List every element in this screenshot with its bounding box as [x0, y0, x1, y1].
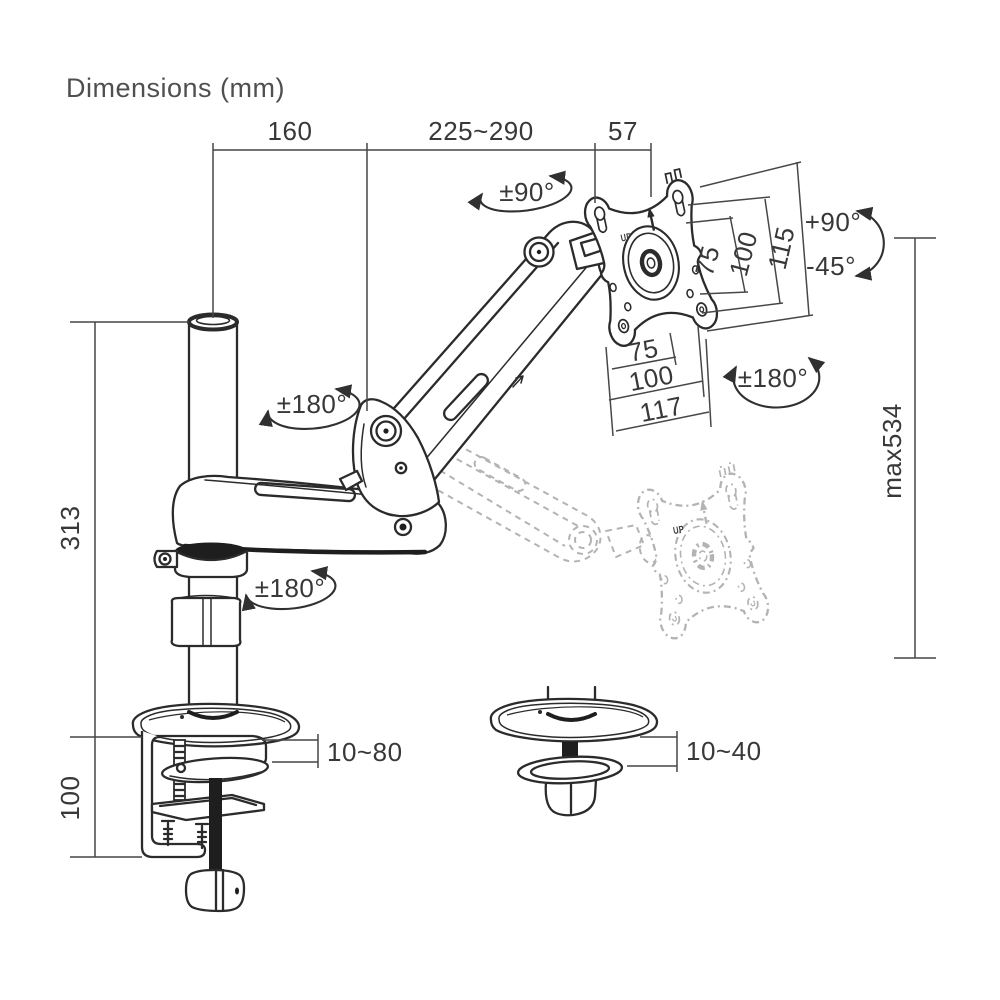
clamp-lower-jaw — [150, 793, 266, 822]
pole-collar — [153, 542, 249, 579]
vesa-rotate-arrow-icon — [722, 356, 826, 409]
angle-tilt-up: +90° — [805, 207, 862, 237]
dim-vesa-115: 115 — [762, 224, 801, 273]
pole-rotate-arrow-icon — [241, 566, 337, 612]
grommet-mount — [489, 685, 659, 817]
dim-max-height: max534 — [877, 403, 907, 499]
desk-clamp — [131, 702, 301, 913]
dim-arm-reach: 225~290 — [428, 116, 533, 146]
dim-grommet-range: 10~40 — [686, 736, 762, 766]
tilt-arrow-icon — [854, 206, 885, 281]
head-swivel-arrow-icon — [467, 170, 573, 213]
dimension-annotations: 160 225~290 57 313 100 max534 75 100 115… — [55, 116, 936, 858]
dim-vesa-117: 117 — [637, 390, 685, 428]
arm-rotate-arrow-icon — [258, 384, 361, 430]
dim-head-offset: 57 — [608, 116, 638, 146]
cable-clip — [170, 594, 242, 648]
dim-vesa-75v: 75 — [689, 242, 726, 279]
angle-tilt-down: -45° — [806, 251, 856, 281]
angle-pole-rotate: ±180° — [255, 573, 326, 603]
dim-pole-height: 313 — [55, 506, 85, 551]
clamp-screw-rod — [209, 778, 222, 873]
angle-vesa-rotate: ±180° — [738, 363, 809, 393]
page-title: Dimensions (mm) — [66, 73, 285, 103]
dim-pole-offset: 160 — [268, 116, 313, 146]
dim-vesa-75h: 75 — [626, 333, 661, 368]
ghost-vesa-plate — [633, 461, 771, 640]
angle-arm-rotate: ±180° — [277, 389, 348, 419]
dim-clamp-height: 100 — [55, 776, 85, 821]
angle-head-swivel: ±90° — [499, 177, 555, 207]
dim-clamp-range: 10~80 — [327, 737, 403, 767]
dim-vesa-100v: 100 — [723, 228, 764, 279]
elbow-joint — [338, 398, 441, 518]
clamp-screws — [160, 819, 210, 850]
